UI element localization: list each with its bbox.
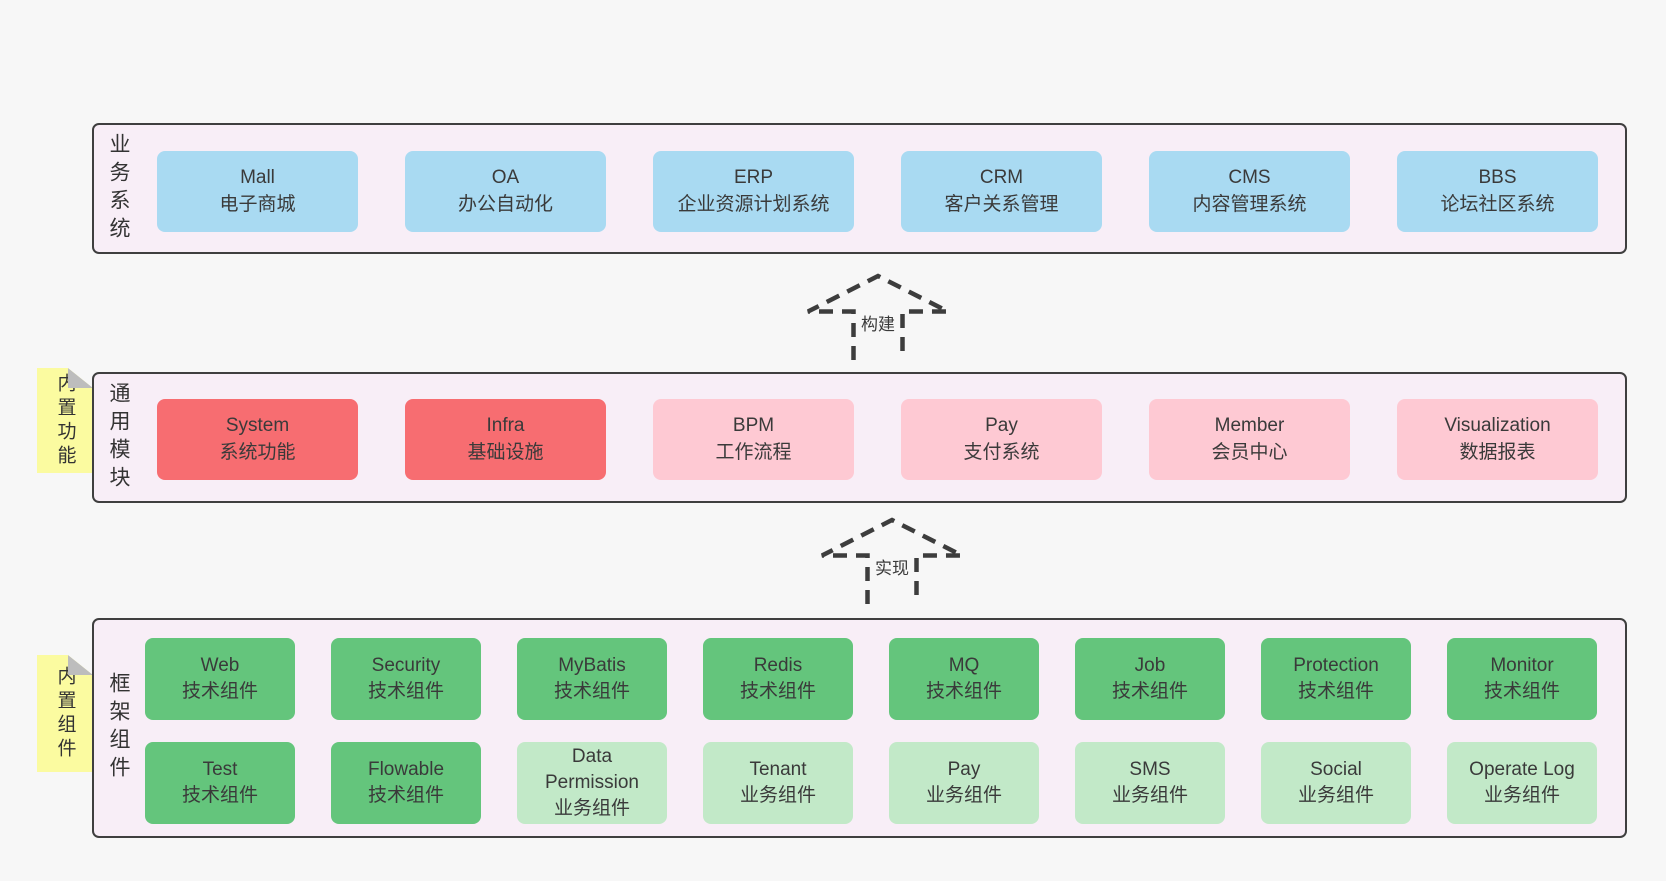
module-box-label: Protection 技术组件 xyxy=(1293,654,1379,702)
module-box-label: Test 技术组件 xyxy=(181,758,258,806)
module-box-oa: OA 办公自动化 xyxy=(405,151,606,232)
framework-components-row-2: Test 技术组件 Flowable 技术组件 Data Permission 业务… xyxy=(145,742,1597,824)
module-box-label: CMS 内容管理系统 xyxy=(1192,167,1307,215)
module-box-mybatis: MyBatis 技术组件 xyxy=(517,638,667,720)
sticky-fold-corner xyxy=(68,655,93,675)
module-box-label: OA 办公自动化 xyxy=(457,167,553,215)
module-box-label: BPM 工作流程 xyxy=(715,415,792,463)
module-box-test: Test 技术组件 xyxy=(145,742,295,824)
module-box-infra: Infra 基础设施 xyxy=(405,399,606,480)
sticky-note-label: 内置组件 xyxy=(54,665,76,762)
band-label: 框架组件 xyxy=(107,672,130,784)
module-box-flowable: Flowable 技术组件 xyxy=(331,742,481,824)
module-box-label: Operate Log 业务组件 xyxy=(1469,758,1575,806)
module-box-label: Tenant 业务组件 xyxy=(739,758,816,806)
module-box-label: MyBatis 技术组件 xyxy=(553,654,630,702)
band-label: 通用模块 xyxy=(107,381,130,494)
arrow-implement: 实现 xyxy=(811,514,973,604)
module-box-data-permission: Data Permission 业务组件 xyxy=(517,742,667,824)
module-box-label: Mall 电子商城 xyxy=(219,167,296,215)
framework-components-row-1: Web 技术组件 Security 技术组件 MyBatis 技术组件 Redis 技… xyxy=(145,638,1597,720)
band-common-modules: 通用模块 System 系统功能 Infra 基础设施 BPM 工作流程 Pay 支付… xyxy=(92,372,1627,503)
module-box-redis: Redis 技术组件 xyxy=(703,638,853,720)
module-box-operate-log: Operate Log 业务组件 xyxy=(1447,742,1597,824)
module-box-protection: Protection 技术组件 xyxy=(1261,638,1411,720)
sticky-fold-corner xyxy=(68,368,93,388)
arrow-build: 构建 xyxy=(797,270,959,360)
module-box-system: System 系统功能 xyxy=(157,399,358,480)
module-box-bbs: BBS 论坛社区系统 xyxy=(1397,151,1598,232)
module-box-label: ERP 企业资源计划系统 xyxy=(677,167,830,215)
module-box-crm: CRM 客户关系管理 xyxy=(901,151,1102,232)
module-box-label: System 系统功能 xyxy=(219,415,296,463)
module-box-visualization: Visualization 数据报表 xyxy=(1397,399,1598,480)
module-box-label: SMS 业务组件 xyxy=(1111,758,1188,806)
module-box-mq: MQ 技术组件 xyxy=(889,638,1039,720)
business-systems-row: Mall 电子商城 OA 办公自动化 ERP 企业资源计划系统 CRM 客户关系管理 C… xyxy=(157,151,1598,232)
module-box-erp: ERP 企业资源计划系统 xyxy=(653,151,854,232)
module-box-label: Visualization 数据报表 xyxy=(1444,415,1551,463)
module-box-cms: CMS 内容管理系统 xyxy=(1149,151,1350,232)
module-box-job: Job 技术组件 xyxy=(1075,638,1225,720)
arrow-label: 构建 xyxy=(858,314,898,336)
module-box-label: Redis 技术组件 xyxy=(739,654,816,702)
module-box-bpm: BPM 工作流程 xyxy=(653,399,854,480)
module-box-pay: Pay 业务组件 xyxy=(889,742,1039,824)
module-box-social: Social 业务组件 xyxy=(1261,742,1411,824)
module-box-label: Pay 业务组件 xyxy=(925,758,1002,806)
module-box-pay: Pay 支付系统 xyxy=(901,399,1102,480)
module-box-label: Social 业务组件 xyxy=(1297,758,1374,806)
module-box-monitor: Monitor 技术组件 xyxy=(1447,638,1597,720)
band-label: 业务系统 xyxy=(107,132,130,245)
module-box-label: Job 技术组件 xyxy=(1111,654,1188,702)
module-box-mall: Mall 电子商城 xyxy=(157,151,358,232)
sticky-note-built-in-features: 内置功能 xyxy=(37,368,93,473)
module-box-sms: SMS 业务组件 xyxy=(1075,742,1225,824)
module-box-label: CRM 客户关系管理 xyxy=(944,167,1059,215)
module-box-label: BBS 论坛社区系统 xyxy=(1440,167,1555,215)
module-box-label: Pay 支付系统 xyxy=(963,415,1040,463)
common-modules-row: System 系统功能 Infra 基础设施 BPM 工作流程 Pay 支付系统 Mem… xyxy=(157,399,1598,480)
module-box-label: Data Permission 业务组件 xyxy=(545,745,639,820)
band-business-systems: 业务系统 Mall 电子商城 OA 办公自动化 ERP 企业资源计划系统 CRM 客户… xyxy=(92,123,1627,254)
up-arrow-icon xyxy=(820,517,964,604)
sticky-note-built-in-components: 内置组件 xyxy=(37,655,93,772)
module-box-web: Web 技术组件 xyxy=(145,638,295,720)
module-box-member: Member 会员中心 xyxy=(1149,399,1350,480)
up-arrow-icon xyxy=(806,273,950,360)
module-box-label: Security 技术组件 xyxy=(367,654,444,702)
module-box-tenant: Tenant 业务组件 xyxy=(703,742,853,824)
module-box-label: Infra 基础设施 xyxy=(467,415,544,463)
band-framework-components: 框架组件 Web 技术组件 Security 技术组件 MyBatis 技术组件 Re… xyxy=(92,618,1627,838)
arrow-label: 实现 xyxy=(872,558,912,580)
module-box-label: Member 会员中心 xyxy=(1211,415,1288,463)
sticky-note-label: 内置功能 xyxy=(54,372,76,469)
module-box-label: Flowable 技术组件 xyxy=(367,758,445,806)
module-box-security: Security 技术组件 xyxy=(331,638,481,720)
module-box-label: MQ 技术组件 xyxy=(925,654,1002,702)
module-box-label: Web 技术组件 xyxy=(181,654,258,702)
module-box-label: Monitor 技术组件 xyxy=(1483,654,1560,702)
